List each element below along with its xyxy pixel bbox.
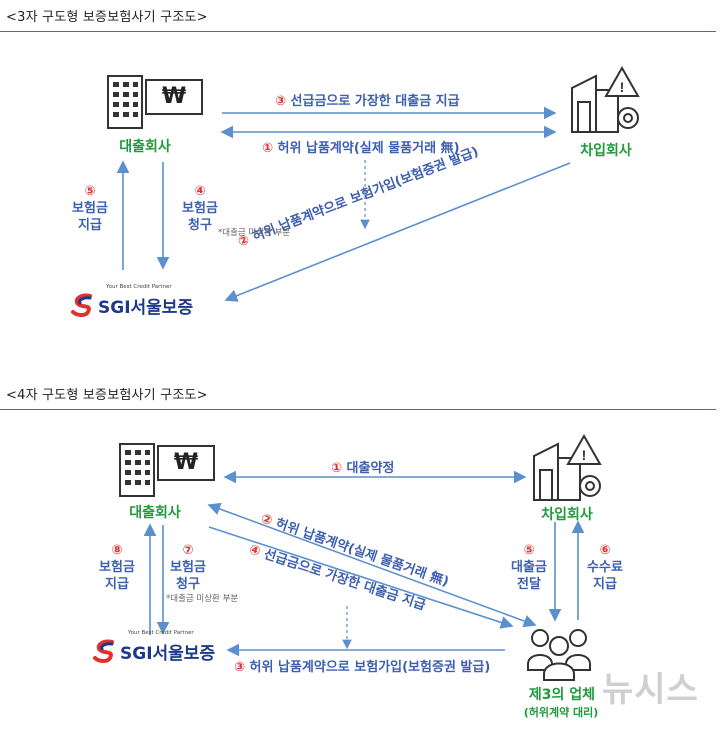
arrow-s2-e2 <box>207 502 537 628</box>
edge-s1-e3: ③ 선급금으로 가장한 대출금 지급 <box>275 90 460 109</box>
step-s1-e5-line1: 보험금 <box>72 201 108 216</box>
edge-s2-e1: ① 대출약정 <box>331 457 394 476</box>
edge-s1-e3-num: ③ <box>275 94 287 109</box>
edge-s1-e1-num: ① <box>262 141 274 156</box>
step-s2-e6-line2: 지급 <box>593 577 617 592</box>
edge-s2-e1-num: ① <box>331 461 343 476</box>
edge-s1-e1: ① 허위 납품계약(실제 물품거래 無) <box>262 137 460 156</box>
section1-title: <3자 구도형 보증보험사기 구조도> <box>6 10 208 25</box>
third-party-icon <box>526 624 592 682</box>
node-third-party: 제3의 업체 <box>528 687 596 703</box>
edge-s2-e3: ③ 허위 납품계약으로 보험가입(보험증권 발급) <box>234 656 490 675</box>
step-s1-e5-line2: 지급 <box>78 218 102 233</box>
watermark: 뉴시스 <box>602 670 699 710</box>
sgi-logo-name: SGI서울보증 <box>98 298 194 318</box>
arrow-s2-e4 <box>208 526 514 629</box>
arrow-s1-e2 <box>224 162 571 302</box>
step-s2-e8-num: ⑧ <box>111 543 123 558</box>
step-s2-e5-line2: 전달 <box>517 577 541 592</box>
borrower-icon-2: ! <box>528 434 608 504</box>
edge-s1-e1-text: 허위 납품계약(실제 물품거래 無) <box>277 141 460 156</box>
step-s1-e5-num: ⑤ <box>84 184 96 199</box>
section2-divider <box>0 409 716 410</box>
edge-s2-e3-num: ③ <box>234 660 246 675</box>
step-s2-e8: ⑧ 보험금 지급 <box>91 542 143 593</box>
step-s1-e4-line1: 보험금 <box>182 201 218 216</box>
sgi-logo-s1: Your Best Credit Partner SGI서울보증 <box>68 284 228 324</box>
sgi-logo-tagline-2: Your Best Credit Partner <box>128 630 194 636</box>
step-s2-e6: ⑥ 수수료 지급 <box>580 542 630 593</box>
step-s2-e7: ⑦ 보험금 청구 <box>160 542 216 593</box>
won-symbol-2: ₩ <box>173 450 199 475</box>
sgi-logo-tagline: Your Best Credit Partner <box>106 284 172 290</box>
sgi-logo-s2: Your Best Credit Partner SGI서울보증 <box>90 630 250 670</box>
step-s2-e5: ⑤ 대출금 전달 <box>504 542 554 593</box>
edge-s2-e3-text: 허위 납품계약으로 보험가입(보험증권 발급) <box>249 660 491 675</box>
step-s1-e4-line2: 청구 <box>188 218 212 233</box>
step-s1-e5: ⑤ 보험금 지급 <box>64 183 116 234</box>
edge-s1-e3-text: 선급금으로 가장한 대출금 지급 <box>290 94 460 109</box>
sgi-emblem-icon-2 <box>93 639 114 663</box>
note-s1: *대출금 미상환 부분 <box>218 228 291 238</box>
step-s1-e4: ④ 보험금 청구 <box>172 183 228 234</box>
step-s2-e5-num: ⑤ <box>523 543 535 558</box>
svg-text:!: ! <box>620 79 625 95</box>
section2-title: <4자 구도형 보증보험사기 구조도> <box>6 388 208 403</box>
step-s1-e4-num: ④ <box>194 184 206 199</box>
section1-divider <box>0 31 716 32</box>
lender-icon <box>104 72 216 130</box>
borrower-icon: ! <box>566 66 646 136</box>
node-third-party-sub: (허위계약 대리) <box>523 706 599 719</box>
node-borrower: 차입회사 <box>580 143 632 159</box>
node-lender-2: 대출회사 <box>129 505 181 521</box>
node-borrower-2: 차입회사 <box>541 507 593 523</box>
step-s2-e7-line1: 보험금 <box>170 560 206 575</box>
node-lender: 대출회사 <box>119 139 171 155</box>
sgi-logo-name-2: SGI서울보증 <box>120 644 216 664</box>
won-symbol: ₩ <box>161 84 187 109</box>
step-s2-e6-line1: 수수료 <box>587 560 623 575</box>
step-s2-e8-line1: 보험금 <box>99 560 135 575</box>
svg-text:!: ! <box>582 447 587 463</box>
note-s2: *대출금 미상환 부분 <box>166 594 239 604</box>
step-s2-e6-num: ⑥ <box>599 543 611 558</box>
edge-s2-e1-text: 대출약정 <box>346 461 395 476</box>
step-s2-e5-line1: 대출금 <box>511 560 547 575</box>
step-s2-e8-line2: 지급 <box>105 577 129 592</box>
lender-icon-2 <box>116 440 228 498</box>
step-s2-e7-num: ⑦ <box>182 543 194 558</box>
step-s2-e7-line2: 청구 <box>176 577 200 592</box>
sgi-emblem-icon <box>71 293 92 317</box>
